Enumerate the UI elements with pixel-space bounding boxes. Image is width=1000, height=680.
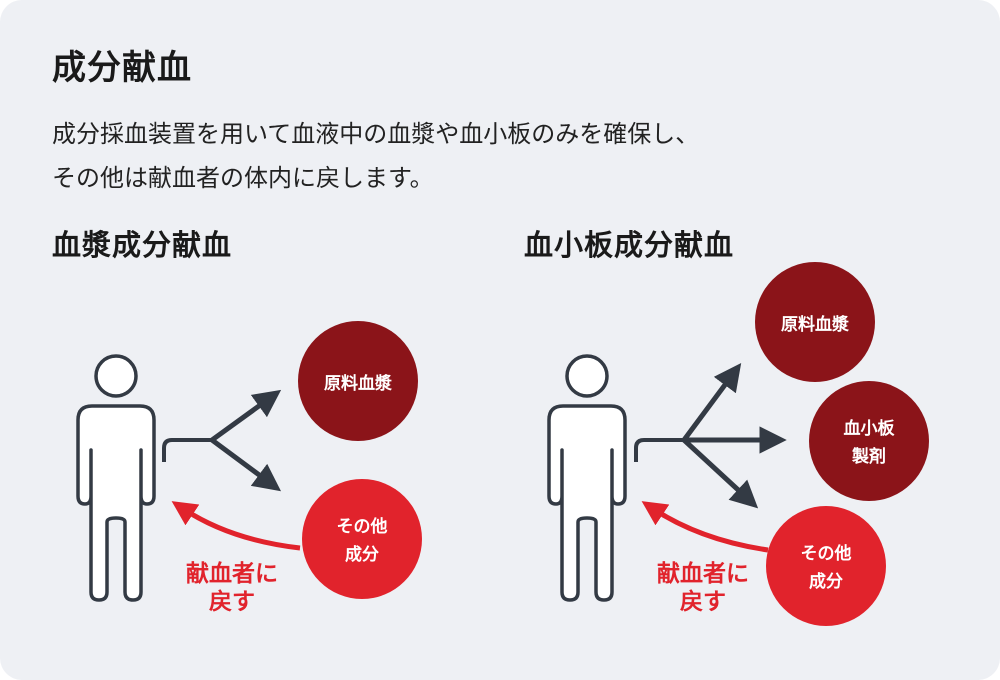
output-label-other-line-2: 成分 [345,544,379,565]
return-arrow-platelet [641,501,769,553]
return-label-plasma-line-1: 献血者に [186,560,278,587]
return-label-plasma: 献血者に 戻す [186,560,278,615]
output-label-other-2-line-2: 成分 [809,571,843,592]
output-label-other-2-line-1: その他 [801,543,852,564]
return-label-platelet-line-1: 献血者に [657,560,749,587]
person-icon-platelet [547,354,627,602]
section-title-platelet: 血小板成分献血 [524,228,735,262]
output-circle-other-components: その他 成分 [302,479,422,599]
flow-arrows-plasma [162,389,282,492]
flow-arrows-platelet [634,362,787,509]
description: 成分採血装置を用いて血液中の血漿や血小板のみを確保し、 その他は献血者の体内に戻… [52,112,699,200]
output-label-raw-plasma: 原料血漿 [324,373,392,394]
return-label-platelet-line-2: 戻す [680,589,726,615]
output-label-platelet-line-2: 製剤 [851,446,886,467]
return-label-plasma-line-2: 戻す [209,589,255,615]
output-circle-raw-plasma-2: 原料血漿 [755,262,875,382]
person-icon-plasma [76,354,156,602]
output-circle-raw-plasma: 原料血漿 [298,321,418,441]
output-label-other-line-1: その他 [337,516,388,537]
section-title-plasma: 血漿成分献血 [52,228,233,262]
output-label-platelet-line-1: 血小板 [844,418,896,439]
page-title: 成分献血 [52,48,192,88]
return-label-platelet: 献血者に 戻す [657,560,749,615]
output-label-raw-plasma-2: 原料血漿 [781,314,849,335]
output-circle-platelet-product: 血小板 製剤 [809,381,929,501]
output-circle-other-components-2: その他 成分 [766,506,886,626]
description-line-2: その他は献血者の体内に戻します。 [52,164,434,192]
return-arrow-plasma [171,501,301,551]
description-line-1: 成分採血装置を用いて血液中の血漿や血小板のみを確保し、 [52,120,700,148]
